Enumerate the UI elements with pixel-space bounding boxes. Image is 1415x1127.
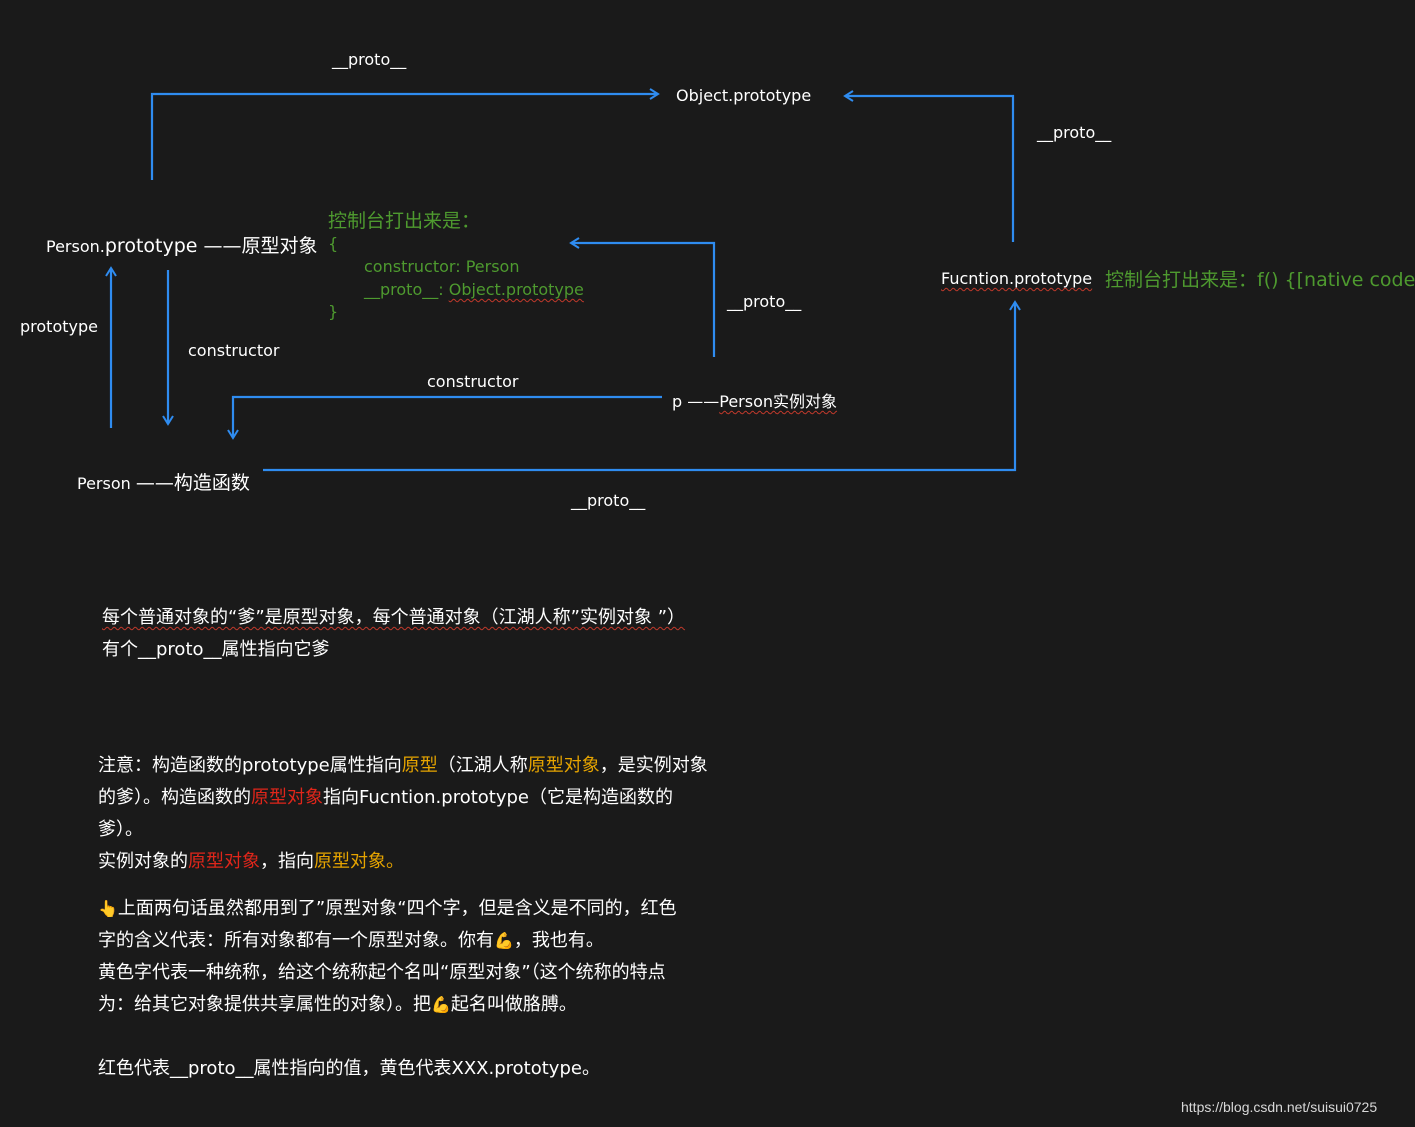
node-person-prototype-word: prototype — [104, 235, 198, 257]
note-4-c: ，我也有。 — [513, 930, 604, 951]
note-3-a: 实例对象的 — [98, 851, 188, 872]
console-person-line2-key: __proto__ — [364, 280, 439, 299]
node-p-name: p —— — [672, 392, 720, 411]
note-4-d: 黄色字代表一种统称，给这个统称起个名叫“原型对象”（这个统称的特点 — [98, 962, 666, 983]
node-person-prototype-desc: ——原型对象 — [197, 235, 318, 257]
note-paragraph-2: 注意：构造函数的prototype属性指向原型（江湖人称原型对象，是实例对象 的… — [98, 750, 738, 878]
node-person-prototype-prefix: Person. — [46, 237, 105, 256]
note-2-a: 注意：构造函数的prototype属性指向 — [98, 755, 402, 776]
console-person-open-brace: { — [328, 234, 339, 253]
edge-label-constructor-left: constructor — [188, 341, 280, 360]
note-2-h: 指向Fucntion.prototype（它是构造函数的 — [323, 787, 674, 808]
console-person-close-brace: } — [328, 302, 339, 321]
note-2-i: 爹）。 — [98, 819, 143, 840]
note-4-b: 字的含义代表：所有对象都有一个原型对象。你有 — [98, 930, 494, 951]
edge-label-proto-middle: __proto__ — [727, 292, 802, 311]
note-paragraph-5: 红色代表__proto__属性指向的值，黄色代表XXX.prototype。 — [98, 1058, 600, 1079]
note-4-f: 起名叫做胳膊。 — [450, 994, 577, 1015]
note-paragraph-1: 每个普通对象的“爹”是原型对象，每个普通对象（江湖人称”实例对象 ”） 有个__… — [102, 602, 742, 666]
edge-constructor-p-to-person — [227, 395, 662, 440]
edge-label-proto-top: __proto__ — [332, 50, 407, 69]
note-3-d: 原型对象。 — [314, 851, 404, 872]
edge-label-prototype: prototype — [20, 317, 98, 336]
note-1-line-b: 有个__proto__属性指向它爹 — [102, 639, 330, 660]
node-person-name: Person — [77, 474, 136, 493]
note-2-e: ，是实例对象 — [599, 755, 708, 776]
node-person-desc: ——构造函数 — [135, 472, 250, 494]
edge-label-proto-right: __proto__ — [1037, 123, 1112, 142]
note-2-d: 原型对象 — [527, 755, 600, 776]
note-2-g: 原型对象 — [251, 787, 323, 808]
flexed-biceps-icon: 💪 — [431, 995, 451, 1014]
edge-label-proto-bottom: __proto__ — [571, 491, 646, 510]
node-person: Person ——构造函数 — [77, 468, 250, 495]
flexed-biceps-icon: 💪 — [494, 931, 514, 950]
edge-proto-person-to-function-prototype — [263, 300, 1021, 472]
watermark: https://blog.csdn.net/suisui0725 — [1181, 1099, 1378, 1115]
console-person-line1: constructor: Person — [364, 257, 520, 276]
note-paragraph-4: 👆上面两句话虽然都用到了”原型对象“四个字，但是含义是不同的，红色 字的含义代表… — [98, 893, 738, 1021]
console-function-output: 控制台打出来是：f() {[native code]} — [1105, 269, 1415, 291]
node-object-prototype: Object.prototype — [676, 86, 812, 105]
note-3-c: ，指向 — [260, 851, 314, 872]
note-2-b: 原型 — [401, 755, 438, 776]
note-2-f: 的爹）。构造函数的 — [98, 787, 251, 808]
node-p: p ——Person实例对象 — [672, 388, 837, 412]
note-3-b: 原型对象 — [188, 851, 260, 872]
pointing-up-icon: 👆 — [98, 899, 118, 918]
node-person-prototype: Person.prototype ——原型对象 — [46, 231, 318, 258]
note-4-e: 为：给其它对象提供共享属性的对象）。把 — [98, 994, 431, 1015]
node-function-prototype: Fucntion.prototype — [941, 269, 1093, 288]
edge-label-constructor-middle: constructor — [427, 372, 519, 391]
node-p-desc: Person实例对象 — [719, 392, 838, 411]
console-person-title: 控制台打出来是： — [328, 210, 481, 232]
edge-proto-function-to-object — [843, 90, 1015, 242]
note-2-c: （江湖人称 — [437, 755, 528, 776]
console-person-line2-value: Object.prototype — [448, 280, 584, 299]
note-4-a: 上面两句话虽然都用到了”原型对象“四个字，但是含义是不同的，红色 — [117, 898, 677, 919]
note-1-line-a: 每个普通对象的“爹”是原型对象，每个普通对象（江湖人称”实例对象 ”） — [102, 607, 686, 628]
edge-proto-p-to-person-prototype — [569, 237, 716, 357]
console-person-line2-sep: : — [438, 280, 449, 299]
edge-proto-person-prototype-to-object — [150, 88, 660, 180]
console-person-line2: __proto__: Object.prototype — [364, 280, 584, 299]
